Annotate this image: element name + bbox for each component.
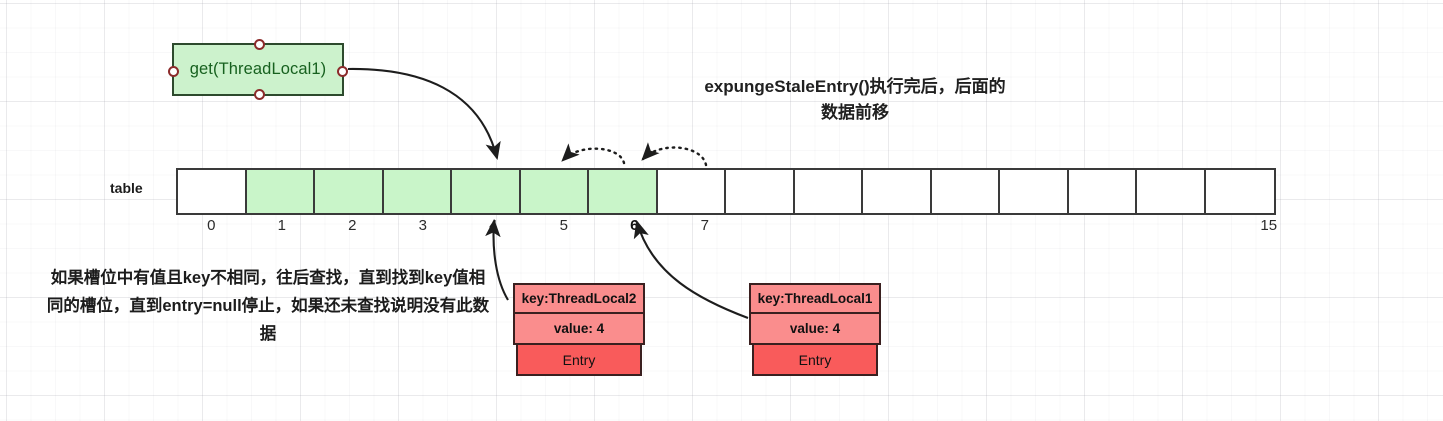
table-index-8 — [740, 217, 811, 234]
arrow-shift-6-to-5 — [561, 143, 626, 165]
table-index-5: 5 — [559, 217, 568, 234]
table-slot-14[interactable] — [1137, 170, 1206, 213]
table-slot-13[interactable] — [1068, 170, 1137, 213]
table-index-3: 3 — [418, 217, 427, 234]
table-index-7: 7 — [700, 217, 709, 234]
connector-left-icon[interactable] — [168, 66, 179, 77]
table-slot-15[interactable] — [1205, 170, 1274, 213]
explanation-note: 如果槽位中有值且key不相同，往后查找，直到找到key值相同的槽位，直到entr… — [46, 269, 490, 343]
table-slot-8[interactable] — [726, 170, 795, 213]
table-slot-7[interactable] — [657, 170, 726, 213]
table-index-4: 4 — [489, 217, 498, 234]
table-slot-3[interactable] — [383, 170, 452, 213]
entry-tail-label: Entry — [516, 345, 642, 376]
table-slot-10[interactable] — [863, 170, 932, 213]
table-index-6: 6 — [630, 217, 639, 234]
entry-value: value: 4 — [749, 314, 881, 345]
connector-bottom-icon[interactable] — [254, 89, 265, 100]
table-index-0: 0 — [207, 217, 216, 234]
arrow-entry2-to-slot6 — [633, 219, 749, 319]
table-index-9 — [811, 217, 882, 234]
entry-value: value: 4 — [513, 314, 645, 345]
table-index-2: 2 — [348, 217, 357, 234]
entry-tail-label: Entry — [752, 345, 878, 376]
entry-box-threadlocal1[interactable]: key:ThreadLocal1 value: 4 Entry — [749, 283, 881, 376]
table-index-13 — [1093, 217, 1164, 234]
table-slot-4[interactable] — [452, 170, 521, 213]
table-slot-11[interactable] — [931, 170, 1000, 213]
connector-right-icon[interactable] — [337, 66, 348, 77]
table-slot-0[interactable] — [178, 170, 247, 213]
table-index-10 — [881, 217, 952, 234]
table-slot-2[interactable] — [315, 170, 384, 213]
table-index-12 — [1022, 217, 1093, 234]
table-slot-5[interactable] — [520, 170, 589, 213]
table-index-row: 0 1 2 3 4 5 6 7 15 — [176, 217, 1304, 234]
table-label: table — [110, 180, 143, 196]
page-title: expungeStaleEntry()执行完后，后面的数据前移 — [704, 77, 1006, 122]
table-index-11 — [952, 217, 1023, 234]
table-index-1: 1 — [277, 217, 286, 234]
entry-key: key:ThreadLocal2 — [513, 283, 645, 314]
arrow-get-to-slot4 — [347, 67, 501, 161]
arrow-shift-7-to-6 — [641, 142, 708, 167]
entry-box-threadlocal2[interactable]: key:ThreadLocal2 value: 4 Entry — [513, 283, 645, 376]
table-index-14 — [1163, 217, 1234, 234]
table-index-15: 15 — [1260, 217, 1278, 234]
table-slot-9[interactable] — [794, 170, 863, 213]
table-slot-12[interactable] — [1000, 170, 1069, 213]
get-threadlocal-box[interactable]: get(ThreadLocal1) — [168, 39, 348, 100]
table-slot-1[interactable] — [246, 170, 315, 213]
table-slot-array — [176, 168, 1276, 215]
table-slot-6[interactable] — [589, 170, 658, 213]
entry-key: key:ThreadLocal1 — [749, 283, 881, 314]
get-box-label: get(ThreadLocal1) — [189, 60, 327, 78]
connector-top-icon[interactable] — [254, 39, 265, 50]
